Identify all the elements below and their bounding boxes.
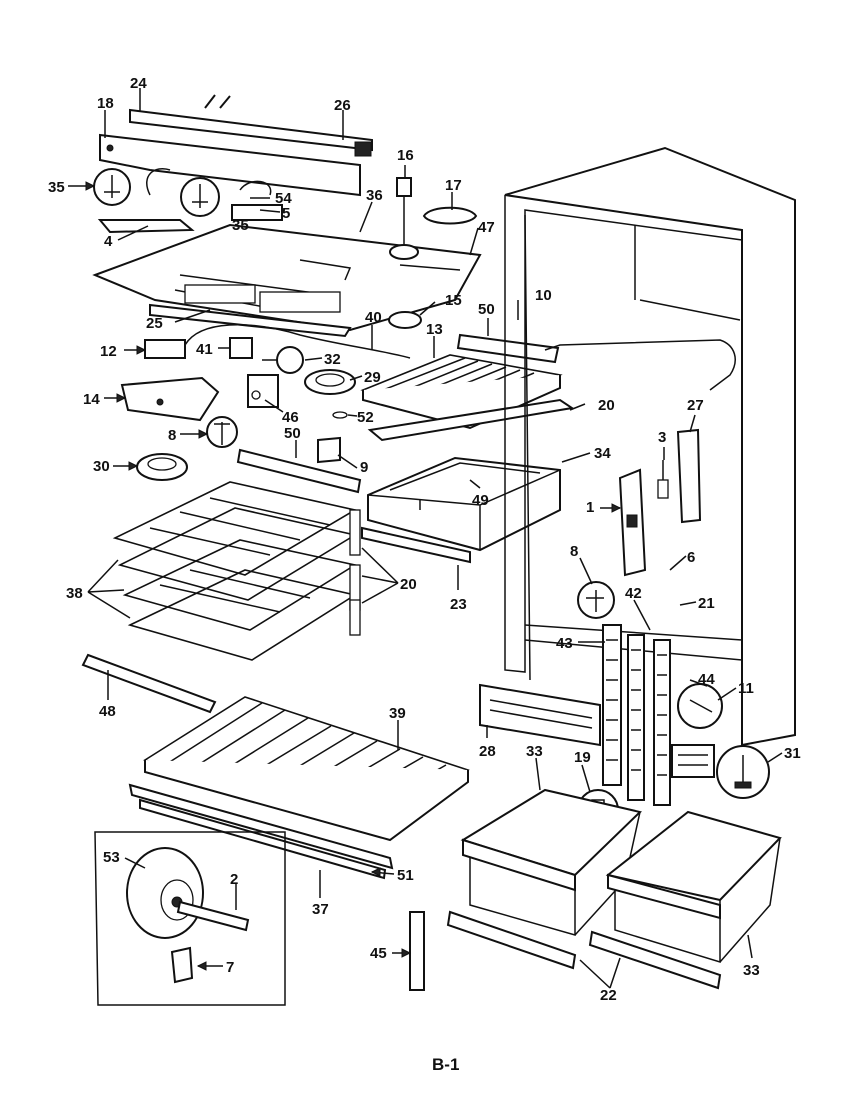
roller-inset <box>94 831 286 1006</box>
callout-41: 41 <box>196 341 213 358</box>
callout-28: 28 <box>479 743 496 760</box>
callout-35: 35 <box>48 179 65 196</box>
callout-26: 26 <box>334 97 351 114</box>
callout-32: 32 <box>324 351 341 368</box>
callout-51: 51 <box>397 867 414 884</box>
callout-54: 54 <box>275 190 292 207</box>
callout-52: 52 <box>357 409 374 426</box>
callout-37: 37 <box>312 901 329 918</box>
callout-49: 49 <box>472 492 489 509</box>
callout-24: 24 <box>130 75 147 92</box>
callout-33: 33 <box>526 743 543 760</box>
callout-23: 23 <box>450 596 467 613</box>
callout-9: 9 <box>360 459 368 476</box>
thermostat-light-assembly <box>120 324 411 494</box>
callout-53: 53 <box>103 849 120 866</box>
refrigerator-cabinet <box>479 146 796 831</box>
callout-31: 31 <box>784 745 801 762</box>
callout-4: 4 <box>104 233 113 250</box>
callout-10: 10 <box>535 287 552 304</box>
callout-50-lower: 50 <box>284 425 301 442</box>
callout-8: 8 <box>168 427 176 444</box>
callout-20: 20 <box>598 397 615 414</box>
callout-34: 34 <box>594 445 611 462</box>
crisper-drawers <box>409 788 782 991</box>
wire-shelves <box>112 481 361 661</box>
callout-18: 18 <box>97 95 114 112</box>
callout-13: 13 <box>426 321 443 338</box>
callout-17: 17 <box>445 177 462 194</box>
callout-11: 11 <box>738 680 754 697</box>
callout-40: 40 <box>365 309 382 326</box>
callout-44: 44 <box>698 671 715 688</box>
glass-shelf <box>128 696 470 880</box>
upper-shelf-and-meat-drawer <box>360 333 575 564</box>
callout-19: 19 <box>574 749 591 766</box>
callout-1: 1 <box>586 499 594 516</box>
callout-42: 42 <box>625 585 642 602</box>
callout-29: 29 <box>364 369 381 386</box>
callout-16: 16 <box>397 147 414 164</box>
callout-labels: 1 2 3 4 5 6 7 8 8 9 10 11 12 13 14 15 16… <box>48 75 801 1004</box>
callout-35-second: 35 <box>232 217 249 234</box>
callout-25: 25 <box>146 315 163 332</box>
callout-15: 15 <box>445 292 462 309</box>
callout-43: 43 <box>556 635 573 652</box>
callout-47: 47 <box>478 219 495 236</box>
callout-8-cabinet: 8 <box>570 543 578 560</box>
arrow-heads <box>85 181 622 971</box>
callout-46: 46 <box>282 409 299 426</box>
callout-39: 39 <box>389 705 406 722</box>
page-label: B-1 <box>432 1055 459 1074</box>
callout-6: 6 <box>687 549 695 566</box>
callout-33-right: 33 <box>743 962 760 979</box>
shelf-trim-strip <box>81 653 217 714</box>
callout-30: 30 <box>93 458 110 475</box>
callout-38: 38 <box>66 585 83 602</box>
callout-27: 27 <box>687 397 704 414</box>
callout-20-wire: 20 <box>400 576 417 593</box>
callout-50: 50 <box>478 301 495 318</box>
control-housing-assembly <box>92 94 482 338</box>
callout-5: 5 <box>282 205 290 222</box>
callout-7: 7 <box>226 959 234 976</box>
callout-22: 22 <box>600 987 617 1004</box>
callout-2: 2 <box>230 871 238 888</box>
callout-12: 12 <box>100 343 117 360</box>
callout-48: 48 <box>99 703 116 720</box>
callout-21: 21 <box>698 595 715 612</box>
callout-45: 45 <box>370 945 387 962</box>
callout-14: 14 <box>83 391 100 408</box>
callout-3: 3 <box>658 429 666 446</box>
callout-36: 36 <box>366 187 383 204</box>
